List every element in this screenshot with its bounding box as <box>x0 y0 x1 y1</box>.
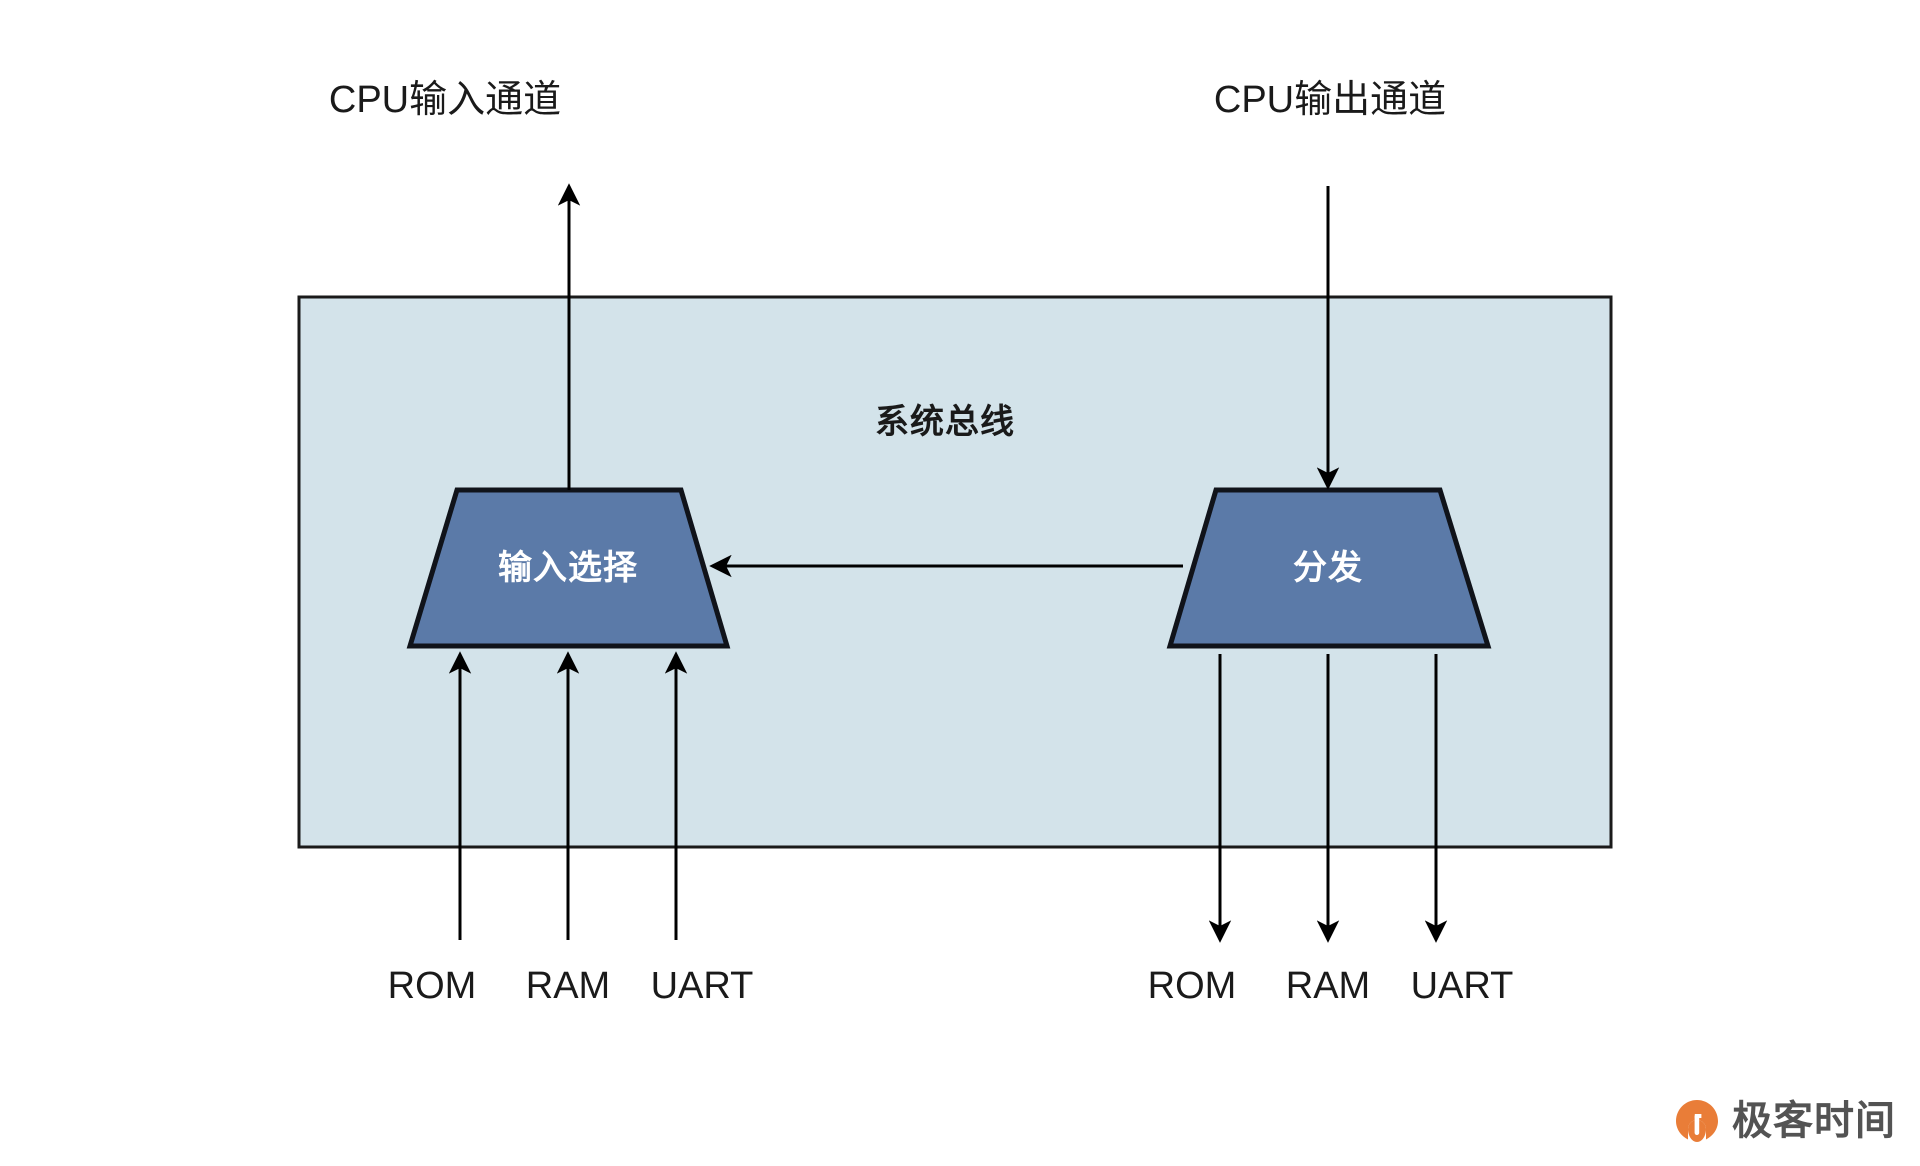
watermark-text: 极客时间 <box>1732 1098 1896 1144</box>
target-label-right-ram: RAM <box>1285 965 1371 1007</box>
source-label-left-rom: ROM <box>387 965 477 1007</box>
target-label-right-rom: ROM <box>1147 965 1237 1007</box>
source-label-left-uart: UART <box>650 965 754 1007</box>
cpu-input-channel-label: CPU输入通道 <box>328 79 562 121</box>
source-label-left-ram: RAM <box>525 965 611 1007</box>
system-bus-label: 系统总线 <box>875 403 1015 441</box>
input-select-label: 输入选择 <box>498 549 638 587</box>
input-select-block[interactable] <box>406 487 731 649</box>
distribute-block[interactable] <box>1166 487 1492 649</box>
geektime-logo-icon <box>1674 1098 1720 1144</box>
watermark: 极客时间 <box>1674 1098 1896 1144</box>
distribute-label: 分发 <box>1293 549 1363 587</box>
cpu-output-channel-label: CPU输出通道 <box>1213 79 1447 121</box>
target-label-right-uart: UART <box>1410 965 1514 1007</box>
